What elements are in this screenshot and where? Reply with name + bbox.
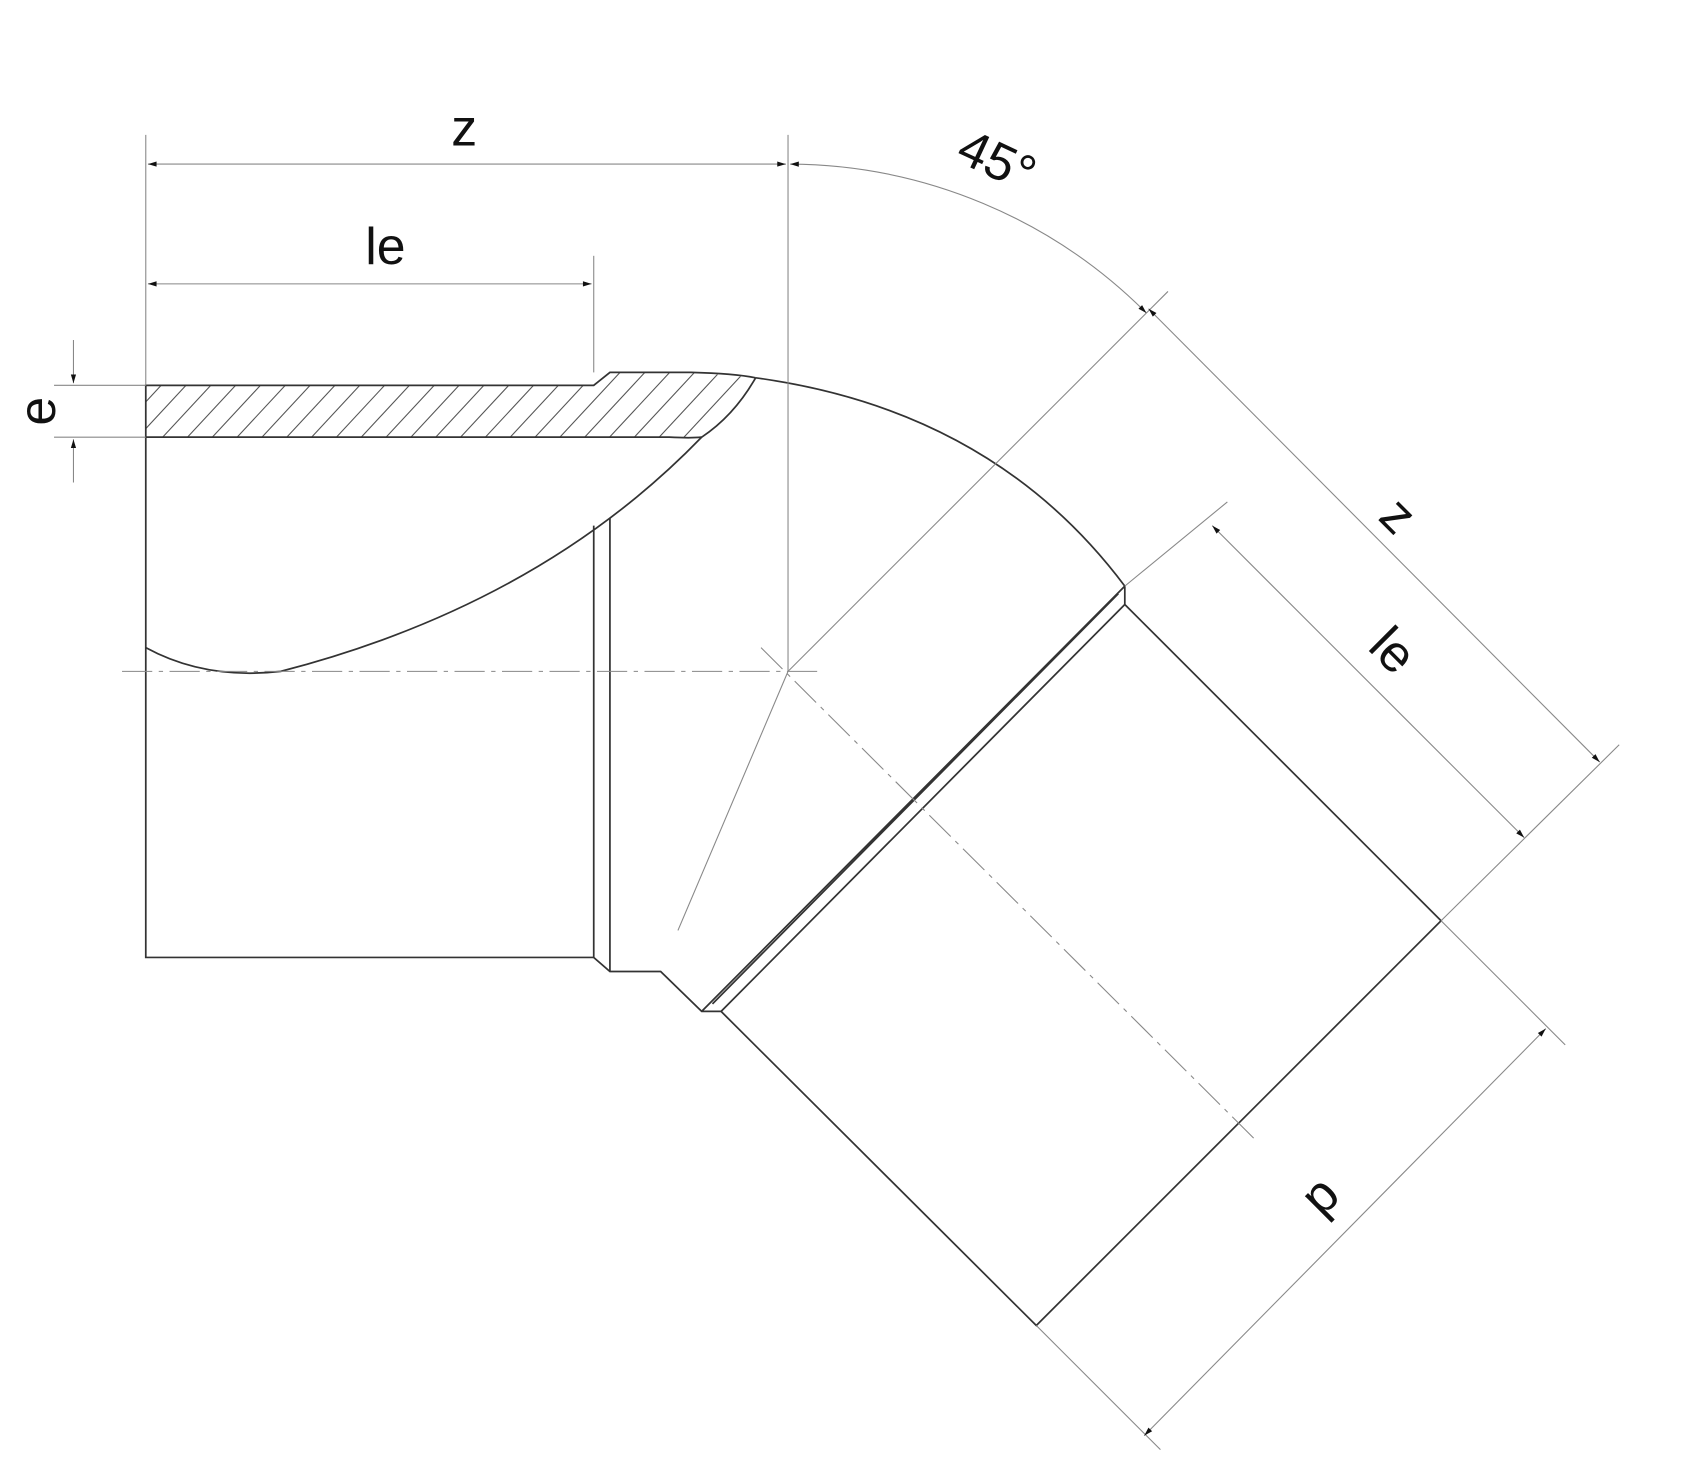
hatch-line [803, 367, 873, 443]
dimension-e: e [8, 340, 146, 483]
elbow-outline [144, 371, 1443, 1327]
centre-lines [122, 134, 1258, 1143]
hatch-line [604, 372, 676, 438]
hatch-line [554, 372, 626, 438]
label-d: d [1295, 1171, 1356, 1232]
label-le-diagonal: le [1359, 615, 1429, 685]
label-angle: 45° [949, 117, 1045, 203]
hatch-line [579, 372, 651, 438]
label-z: z [451, 98, 477, 156]
hatch-line [653, 372, 725, 438]
dimension-le-horizontal: le [147, 217, 595, 373]
hatch-line [778, 367, 848, 443]
hatch-line [628, 372, 700, 438]
dimension-z-diagonal: z [1148, 308, 1620, 922]
label-e: e [8, 397, 66, 426]
label-z-diagonal: z [1369, 485, 1428, 544]
label-le: le [365, 217, 405, 275]
hatch-line [678, 372, 750, 438]
dimension-le-diagonal: le [1124, 501, 1525, 839]
dimension-z-horizontal: z [145, 98, 786, 386]
dimension-angle: 45° [790, 117, 1147, 314]
